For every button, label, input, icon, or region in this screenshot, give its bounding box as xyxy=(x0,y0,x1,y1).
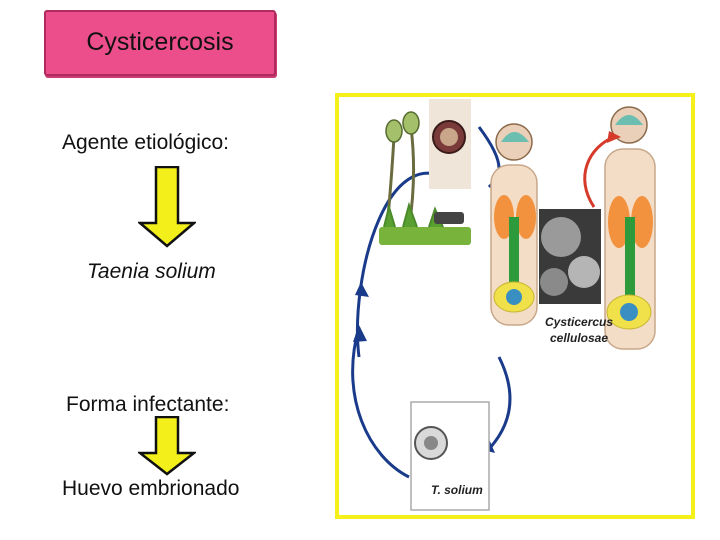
down-arrow-icon xyxy=(138,416,196,476)
label-egg: T. solium xyxy=(431,483,483,497)
form-name: Huevo embrionado xyxy=(62,477,240,500)
title-box: Cysticercosis xyxy=(44,10,276,76)
human-figure-icon xyxy=(490,123,538,326)
egg-micrograph-icon xyxy=(429,99,471,189)
agent-name: Taenia solium xyxy=(87,260,216,283)
human-figure-icon xyxy=(583,106,656,350)
life-cycle-figure: Cysticercus cellulosae T. solium xyxy=(335,93,695,519)
label-agent: Agente etiológico: xyxy=(62,131,229,154)
label-cysticercus-1: Cysticercus xyxy=(545,315,614,329)
cysticercus-micrograph-icon xyxy=(539,209,601,304)
life-cycle-diagram xyxy=(351,99,656,511)
label-form: Forma infectante: xyxy=(66,393,230,416)
slide-title: Cysticercosis xyxy=(86,28,234,56)
down-arrow-icon xyxy=(138,166,196,248)
egg-micrograph-icon xyxy=(410,401,490,511)
grass-plant-icon xyxy=(379,111,471,245)
label-cysticercus-2: cellulosae xyxy=(550,331,609,345)
